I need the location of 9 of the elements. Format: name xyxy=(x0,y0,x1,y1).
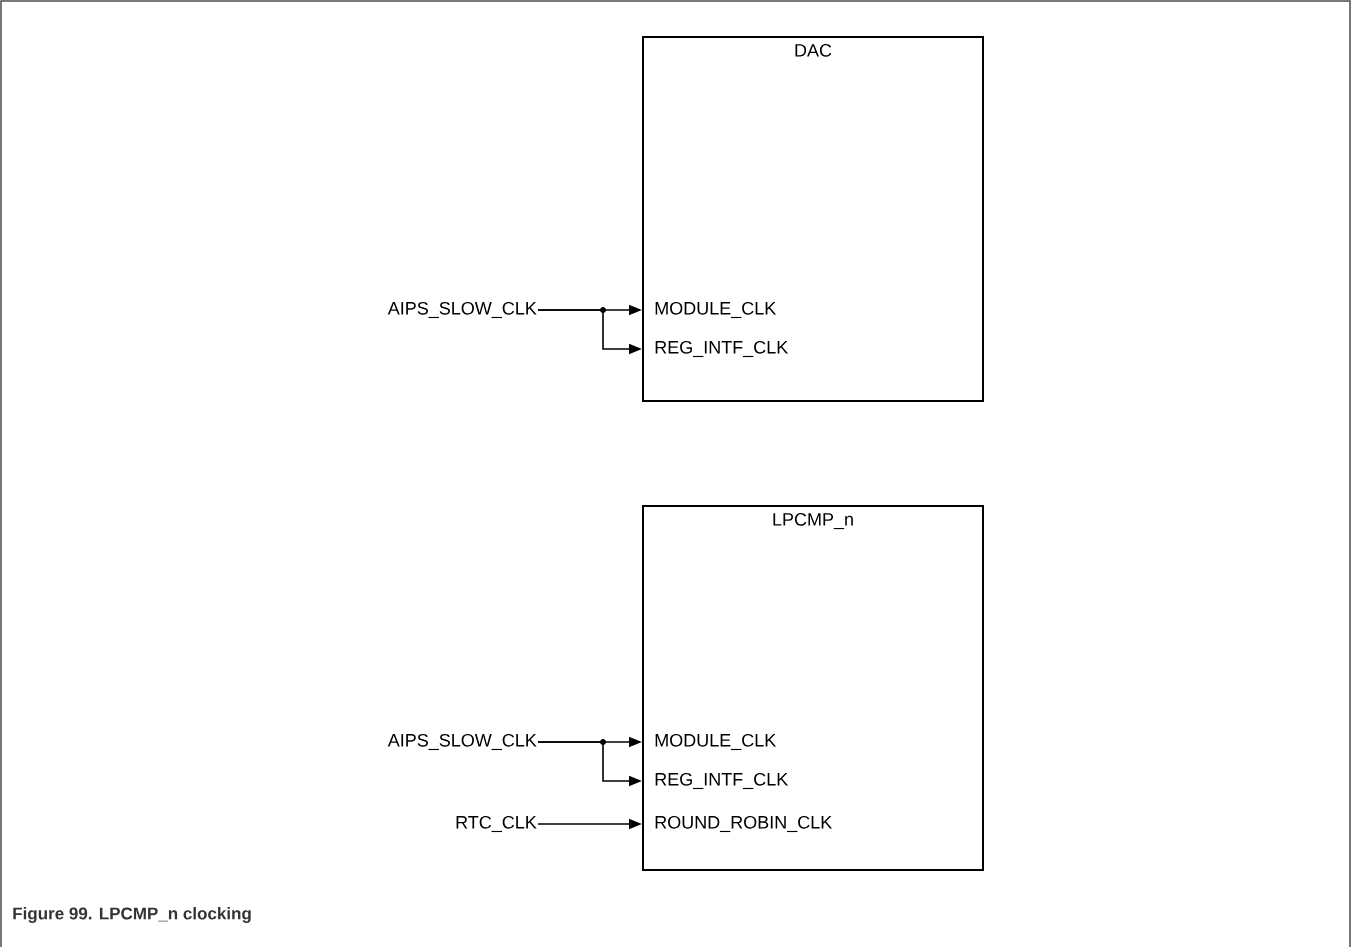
caption: Figure 99. LPCMP_n clocking xyxy=(13,907,251,923)
signal-label: RTC_CLK xyxy=(456,815,537,833)
port-label: ROUND_ROBIN_CLK xyxy=(655,815,833,833)
port-label: MODULE_CLK xyxy=(655,301,777,319)
port-label: REG_INTF_CLK xyxy=(655,772,789,790)
port-label: MODULE_CLK xyxy=(655,733,777,751)
signal-label: AIPS_SLOW_CLK xyxy=(387,733,537,751)
signal-label: AIPS_SLOW_CLK xyxy=(387,301,537,319)
port-label: REG_INTF_CLK xyxy=(655,340,789,358)
